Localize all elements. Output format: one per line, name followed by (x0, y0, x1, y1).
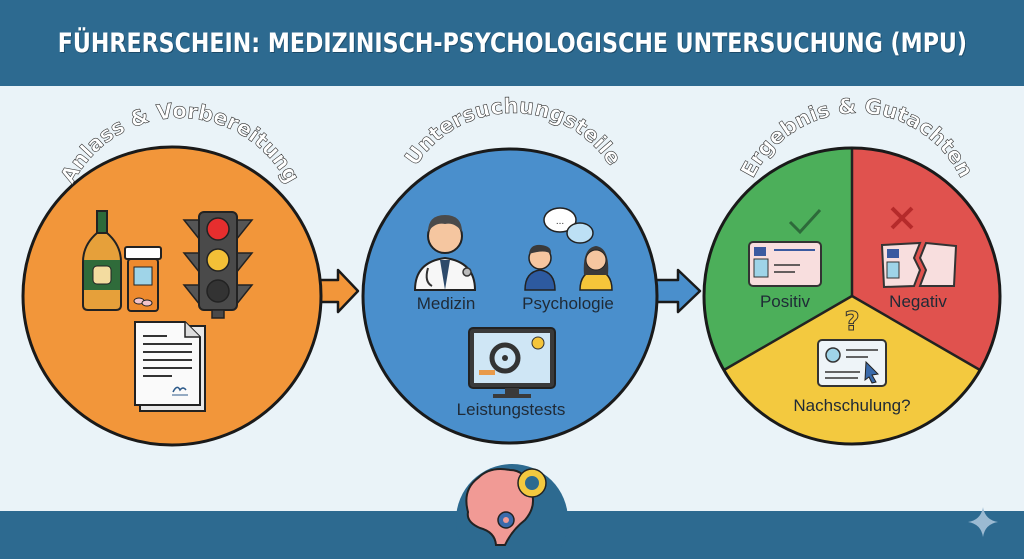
course-card-icon (817, 339, 887, 387)
brain-gears-icon (465, 468, 547, 546)
alcohol-bottle-icon (82, 210, 122, 311)
conversation-people-icon: ... (524, 207, 613, 291)
question-icon: ? (844, 307, 859, 337)
sparkle-icon (968, 507, 998, 537)
license-card-icon (748, 241, 822, 287)
outcome-negativ: Negativ (889, 292, 947, 311)
arrow-1-icon (316, 268, 360, 314)
item-leistungstests: Leistungstests (456, 400, 566, 419)
traffic-light-icon (182, 211, 254, 319)
checkmark-icon (788, 208, 822, 235)
stage-2-untersuchungsteile: Untersuchungsteile ... (361, 94, 659, 445)
stage-3-ergebnis-gutachten: Ergebnis & Gutachten ? (702, 93, 1002, 446)
arrow-2-icon (652, 268, 702, 314)
torn-license-icon (880, 241, 958, 289)
computer-driving-test-icon (468, 327, 556, 398)
outcome-positiv: Positiv (759, 292, 811, 311)
item-psychologie: Psychologie (522, 294, 614, 313)
cross-icon (890, 206, 914, 230)
item-medizin: Medizin (416, 294, 476, 313)
page-title: FÜHRERSCHEIN: MEDIZINISCH-PSYCHOLOGISCHE… (57, 27, 967, 59)
outcome-nachschulung: Nachschulung? (793, 396, 911, 415)
stage-1-anlass-vorbereitung: Anlass & Vorbereitung (21, 99, 323, 447)
pill-bottle-icon (124, 246, 162, 312)
svg-text:...: ... (556, 216, 564, 227)
doctor-icon (413, 215, 477, 291)
document-icon (134, 321, 206, 412)
header-banner: FÜHRERSCHEIN: MEDIZINISCH-PSYCHOLOGISCHE… (0, 0, 1024, 86)
